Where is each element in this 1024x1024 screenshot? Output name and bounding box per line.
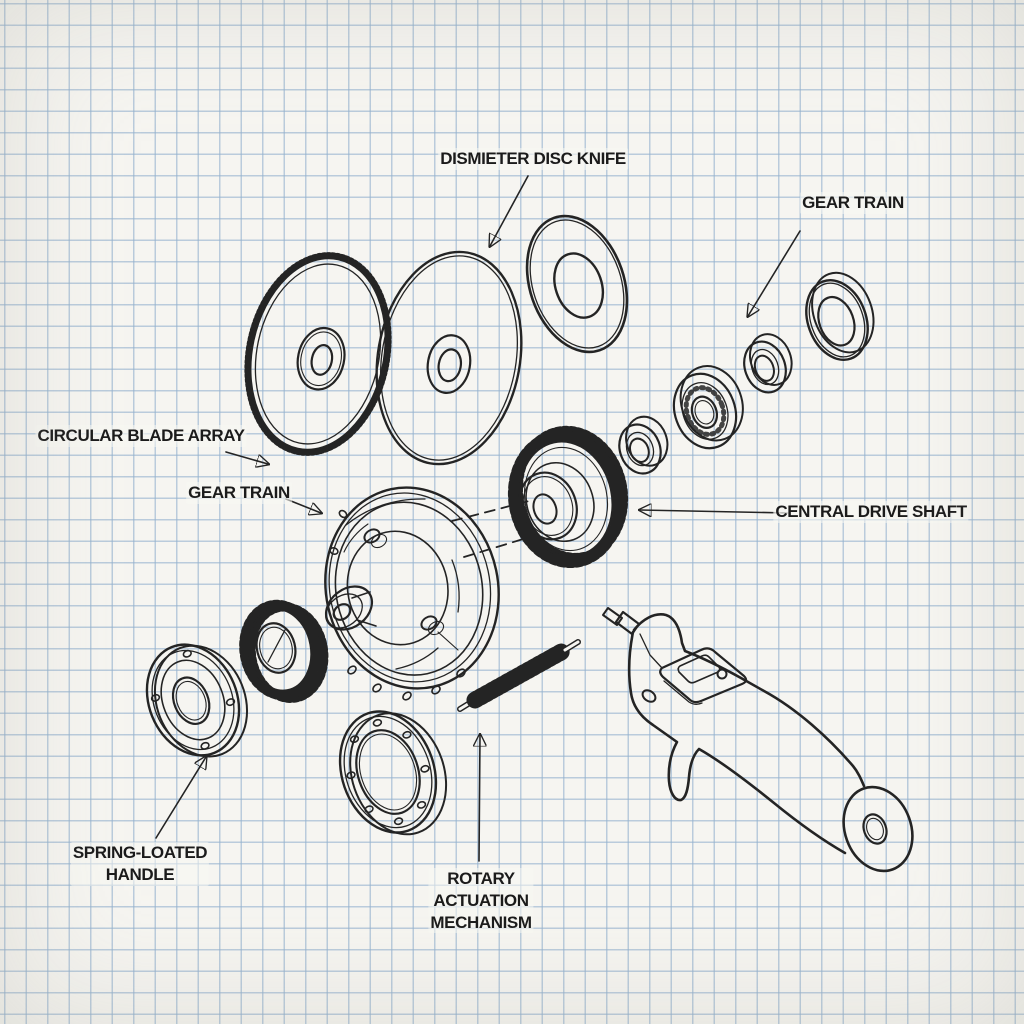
bolted-bearing-ring bbox=[338, 710, 448, 836]
bearing-bore bbox=[629, 437, 650, 463]
gear-bore bbox=[532, 493, 558, 525]
gear-hub bbox=[518, 471, 578, 541]
bearing-balls bbox=[683, 385, 727, 437]
ring-bolt-holes bbox=[346, 718, 430, 826]
label-spring-loaded-handle: SPRING-LOATED HANDLE bbox=[70, 842, 210, 886]
bearing-flange bbox=[145, 643, 249, 758]
label-circular-blade-array: CIRCULAR BLADE ARRAY bbox=[35, 425, 247, 447]
housing-shaft-hub bbox=[324, 585, 377, 631]
bearing-large bbox=[672, 365, 744, 450]
washer-bore bbox=[553, 252, 605, 319]
bearing-bore bbox=[690, 395, 719, 429]
arrow-disc-knife bbox=[490, 175, 529, 246]
arrow-spring-handle bbox=[155, 757, 206, 839]
gear-bore bbox=[255, 622, 297, 674]
ring-bore bbox=[355, 729, 421, 815]
disc-knife-blade bbox=[375, 250, 523, 466]
blade-hub bbox=[296, 326, 346, 391]
flange-bore bbox=[171, 676, 211, 725]
gear-teeth bbox=[507, 429, 625, 569]
disc-bore bbox=[437, 348, 463, 383]
flat-washer bbox=[525, 214, 629, 354]
arrow-rotary-mechanism bbox=[479, 735, 480, 862]
flange-face-holes bbox=[150, 649, 236, 750]
housing-inner-disc bbox=[346, 530, 449, 646]
display-panel bbox=[659, 647, 748, 704]
leader-arrows bbox=[155, 175, 801, 862]
threaded-spring-shaft bbox=[457, 639, 581, 712]
housing-bolt-upper bbox=[363, 528, 388, 549]
hub-bore bbox=[332, 603, 352, 621]
label-central-drive-shaft: CENTRAL DRIVE SHAFT bbox=[773, 501, 969, 523]
side-hole bbox=[641, 689, 657, 703]
barrel-end-cap bbox=[842, 785, 914, 873]
retaining-ring bbox=[805, 271, 875, 361]
handle-top-outline bbox=[632, 613, 866, 788]
gear-teeth bbox=[239, 599, 321, 701]
arrow-gear-train-upper bbox=[748, 230, 801, 316]
handle-button bbox=[716, 668, 728, 680]
label-gear-train-upper: GEAR TRAIN bbox=[800, 192, 906, 214]
label-disc-knife: DISMIETER DISC KNIFE bbox=[438, 148, 628, 170]
label-gear-train-mid: GEAR TRAIN bbox=[186, 482, 292, 504]
housing-slot-arc bbox=[345, 498, 426, 526]
disc-hub bbox=[426, 334, 472, 394]
display-screen bbox=[677, 654, 721, 684]
blade-serration-teeth bbox=[244, 252, 392, 456]
toothed-blade-disc bbox=[244, 252, 392, 456]
nozzle bbox=[602, 607, 623, 626]
label-rotary-actuation-mechanism: ROTARY ACTUATION MECHANISM bbox=[428, 868, 534, 934]
small-helical-gear bbox=[239, 599, 329, 703]
housing-rim-holes bbox=[329, 509, 466, 701]
spring-coils bbox=[466, 642, 572, 709]
pistol-grip-handle bbox=[602, 607, 914, 873]
bearing-small-lower bbox=[743, 333, 793, 394]
head-face-line bbox=[639, 633, 663, 669]
drive-gear bbox=[507, 425, 629, 569]
handle-grip-trigger-outline bbox=[627, 630, 847, 855]
arrow-central-drive-shaft bbox=[640, 510, 789, 513]
central-housing bbox=[324, 486, 500, 701]
ring-bore bbox=[817, 295, 856, 347]
housing-bolt-lower bbox=[420, 615, 459, 651]
arrow-circular-blade-array bbox=[225, 451, 268, 464]
bearing-bore bbox=[753, 354, 775, 382]
bearing-small-upper bbox=[618, 415, 669, 475]
blade-bore bbox=[310, 344, 334, 376]
